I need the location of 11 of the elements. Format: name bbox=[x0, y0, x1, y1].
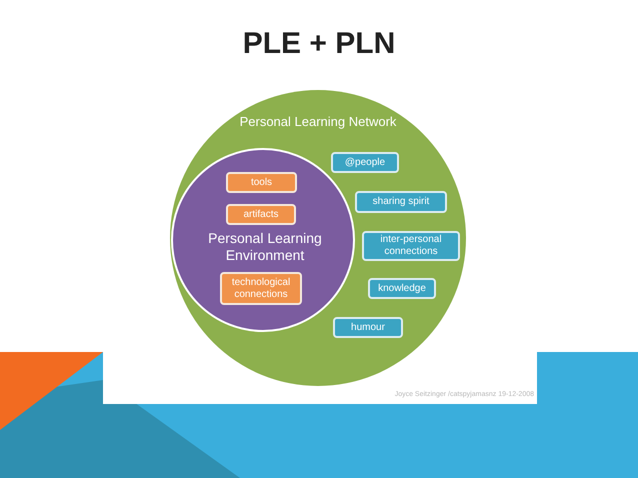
tool-box: artifacts bbox=[226, 204, 296, 225]
circle-heading: Personal Learning Environment bbox=[207, 230, 323, 264]
circle-heading: Personal Learning Network bbox=[238, 114, 398, 130]
tool-box: technological connections bbox=[220, 272, 302, 305]
slide-title: PLE + PLN bbox=[242, 26, 396, 62]
network-box: sharing spirit bbox=[355, 191, 447, 213]
network-box: humour bbox=[333, 317, 403, 338]
network-box: inter-personal connections bbox=[362, 231, 460, 261]
network-box: @people bbox=[331, 152, 399, 173]
network-box: knowledge bbox=[368, 278, 436, 299]
tool-box: tools bbox=[226, 172, 297, 193]
